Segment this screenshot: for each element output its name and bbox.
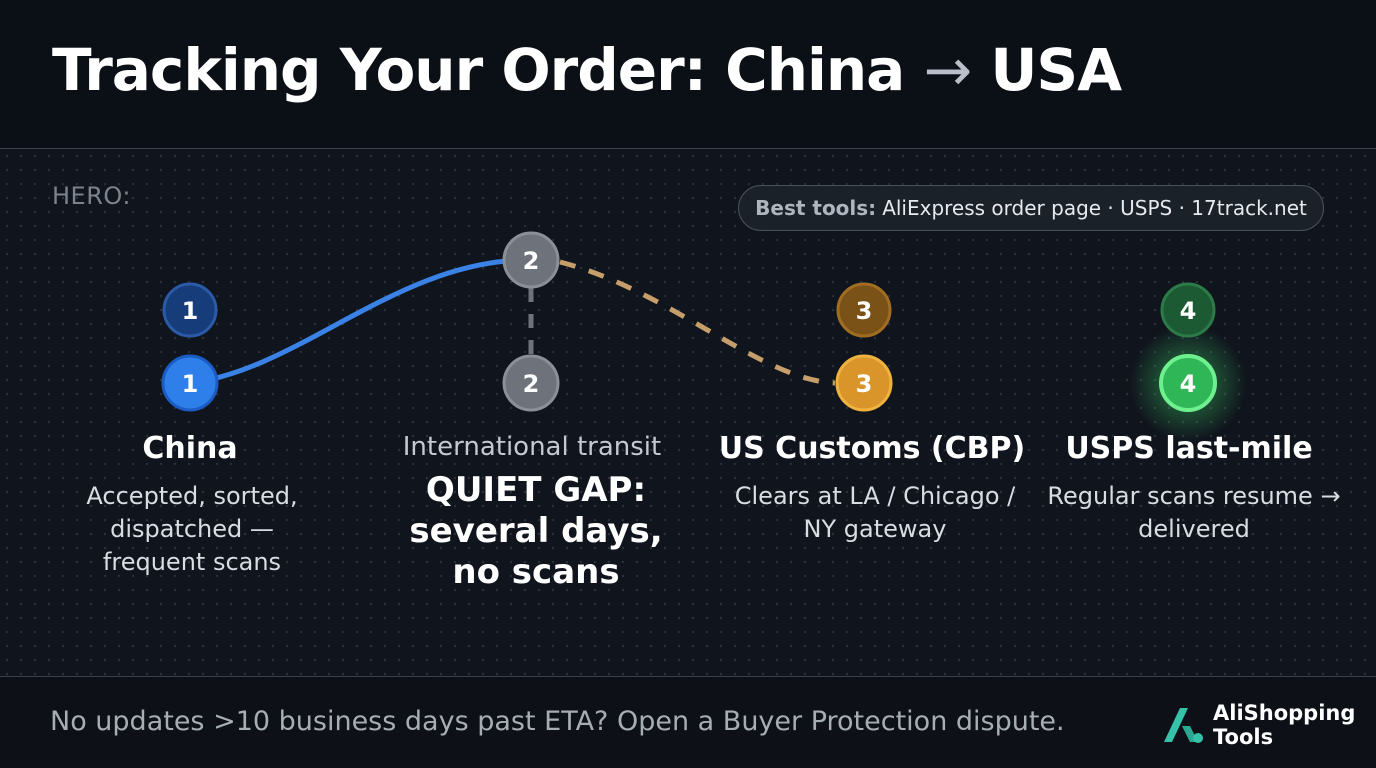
node-usps: 4	[1159, 354, 1217, 412]
node-usps-upper: 4	[1160, 282, 1216, 338]
stage-customs-description: Clears at LA / Chicago / NY gateway	[734, 482, 1016, 543]
best-tools-pill: Best tools: AliExpress order page · USPS…	[738, 185, 1324, 231]
divider-bottom	[0, 676, 1376, 677]
logo-line-2: Tools	[1213, 725, 1274, 749]
svg-text:4: 4	[1180, 297, 1197, 325]
node-customs-upper: 3	[836, 282, 892, 338]
stage-customs-title: US Customs (CBP)	[718, 431, 1026, 466]
logo-line-1: AliShopping	[1213, 701, 1356, 725]
route-china-to-transit	[189, 257, 532, 386]
node-customs: 3	[835, 354, 893, 412]
arrow-right-icon: →	[923, 36, 973, 104]
node-china: 1	[161, 354, 219, 412]
divider-top	[0, 148, 1376, 149]
node-transit-upper: 2	[502, 231, 560, 289]
node-transit: 2	[502, 354, 560, 412]
stage-china-description: Accepted, sorted, dispatched — frequent …	[86, 482, 298, 576]
stage-usps-title: USPS last-mile	[1065, 431, 1313, 466]
svg-text:4: 4	[1180, 370, 1197, 398]
route-transit-to-customs	[559, 259, 836, 386]
svg-text:2: 2	[523, 370, 540, 398]
best-tools-text: AliExpress order page · USPS · 17track.n…	[882, 196, 1307, 220]
alishopping-logo-icon	[1164, 708, 1203, 743]
stage-china-title: China	[142, 431, 238, 466]
stage-transit-title: QUIET GAP: several days, no scans	[409, 470, 663, 592]
header: Tracking Your Order: China → USA	[0, 0, 1376, 148]
stage-transit-label: International transit	[402, 432, 662, 462]
svg-text:1: 1	[182, 297, 199, 325]
svg-text:1: 1	[182, 370, 199, 398]
hero-label: HERO:	[52, 182, 131, 210]
svg-text:2: 2	[523, 247, 540, 275]
svg-text:3: 3	[856, 297, 873, 325]
node-china-upper: 1	[162, 282, 218, 338]
best-tools-label: Best tools:	[755, 196, 877, 220]
page-title: Tracking Your Order: China → USA	[52, 36, 1122, 104]
footer-note: No updates >10 business days past ETA? O…	[50, 706, 1065, 737]
alishopping-logo-text: AliShopping Tools	[1213, 701, 1355, 749]
svg-text:3: 3	[856, 370, 873, 398]
stage-usps-description: Regular scans resume → delivered	[1047, 482, 1341, 543]
